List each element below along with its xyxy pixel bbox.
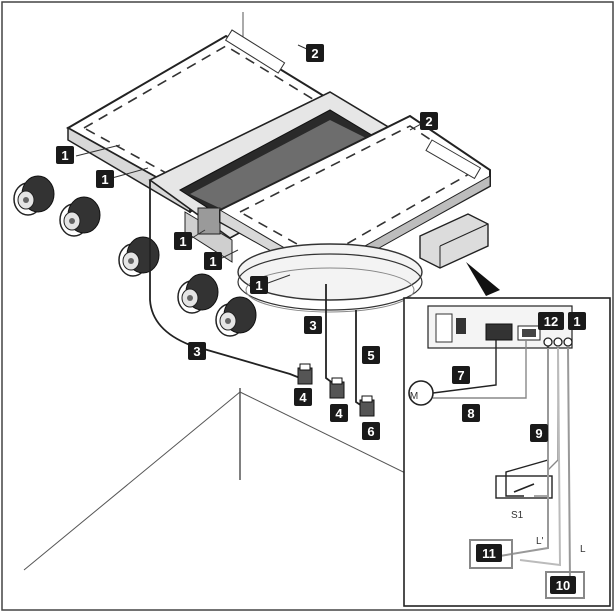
callout-badge-9: 9 bbox=[530, 424, 548, 442]
callout-badge-4b: 4 bbox=[330, 404, 348, 422]
svg-text:10: 10 bbox=[556, 578, 570, 593]
plug-4b bbox=[329, 377, 345, 399]
svg-text:6: 6 bbox=[367, 424, 374, 439]
callout-badge-8: 8 bbox=[462, 404, 480, 422]
svg-text:9: 9 bbox=[535, 426, 542, 441]
svg-text:4: 4 bbox=[299, 390, 307, 405]
central-unit bbox=[148, 91, 412, 263]
svg-text:4: 4 bbox=[335, 406, 343, 421]
motor-symbol-label: M bbox=[410, 391, 418, 402]
svg-text:3: 3 bbox=[309, 318, 316, 333]
svg-text:8: 8 bbox=[467, 406, 474, 421]
knob-3 bbox=[118, 236, 160, 277]
callout-badge-1a: 1 bbox=[56, 146, 74, 164]
callout-badge-12: 12 bbox=[538, 312, 564, 330]
svg-text:3: 3 bbox=[193, 344, 200, 359]
wire-l-label: L bbox=[580, 544, 586, 555]
plug-6 bbox=[359, 395, 375, 417]
plug-4a bbox=[297, 363, 313, 385]
knob-1 bbox=[13, 175, 55, 216]
knob-4 bbox=[177, 273, 219, 314]
svg-text:2: 2 bbox=[425, 114, 432, 129]
knob-5 bbox=[215, 296, 257, 337]
callout-badge-6: 6 bbox=[362, 422, 380, 440]
callout-badge-1b: 1 bbox=[96, 170, 114, 188]
knob-2 bbox=[59, 196, 101, 237]
callout-badge-5: 5 bbox=[362, 346, 380, 364]
svg-text:1: 1 bbox=[573, 314, 580, 329]
callout-badge-2b: 2 bbox=[420, 112, 438, 130]
callout-badge-7: 7 bbox=[452, 366, 470, 384]
svg-text:1: 1 bbox=[101, 172, 108, 187]
plugs bbox=[297, 363, 375, 417]
svg-text:1: 1 bbox=[209, 254, 216, 269]
svg-text:1: 1 bbox=[179, 234, 186, 249]
callout-badge-3a: 3 bbox=[188, 342, 206, 360]
svg-text:1: 1 bbox=[255, 278, 262, 293]
callout-badge-2a: 2 bbox=[306, 44, 324, 62]
extractor-fan bbox=[237, 243, 423, 313]
callout-badge-11: 11 bbox=[476, 544, 502, 562]
svg-text:1: 1 bbox=[61, 148, 68, 163]
callout-badge-3b: 3 bbox=[304, 316, 322, 334]
knobs bbox=[13, 175, 257, 337]
wire-l-prime-label: L' bbox=[536, 536, 544, 547]
svg-text:12: 12 bbox=[544, 314, 558, 329]
svg-text:11: 11 bbox=[482, 546, 496, 561]
svg-text:2: 2 bbox=[311, 46, 318, 61]
callout-badge-1d: 1 bbox=[204, 252, 222, 270]
callout-badge-10: 10 bbox=[550, 576, 576, 594]
wiring-inset bbox=[403, 297, 611, 607]
control-box bbox=[419, 213, 500, 296]
switch-label: S1 bbox=[511, 510, 524, 521]
svg-text:5: 5 bbox=[367, 348, 374, 363]
callout-badge-1c: 1 bbox=[174, 232, 192, 250]
svg-text:7: 7 bbox=[457, 368, 464, 383]
callout-badge-4a: 4 bbox=[294, 388, 312, 406]
callout-badge-1e: 1 bbox=[250, 276, 268, 294]
callout-badge-1f: 1 bbox=[568, 312, 586, 330]
